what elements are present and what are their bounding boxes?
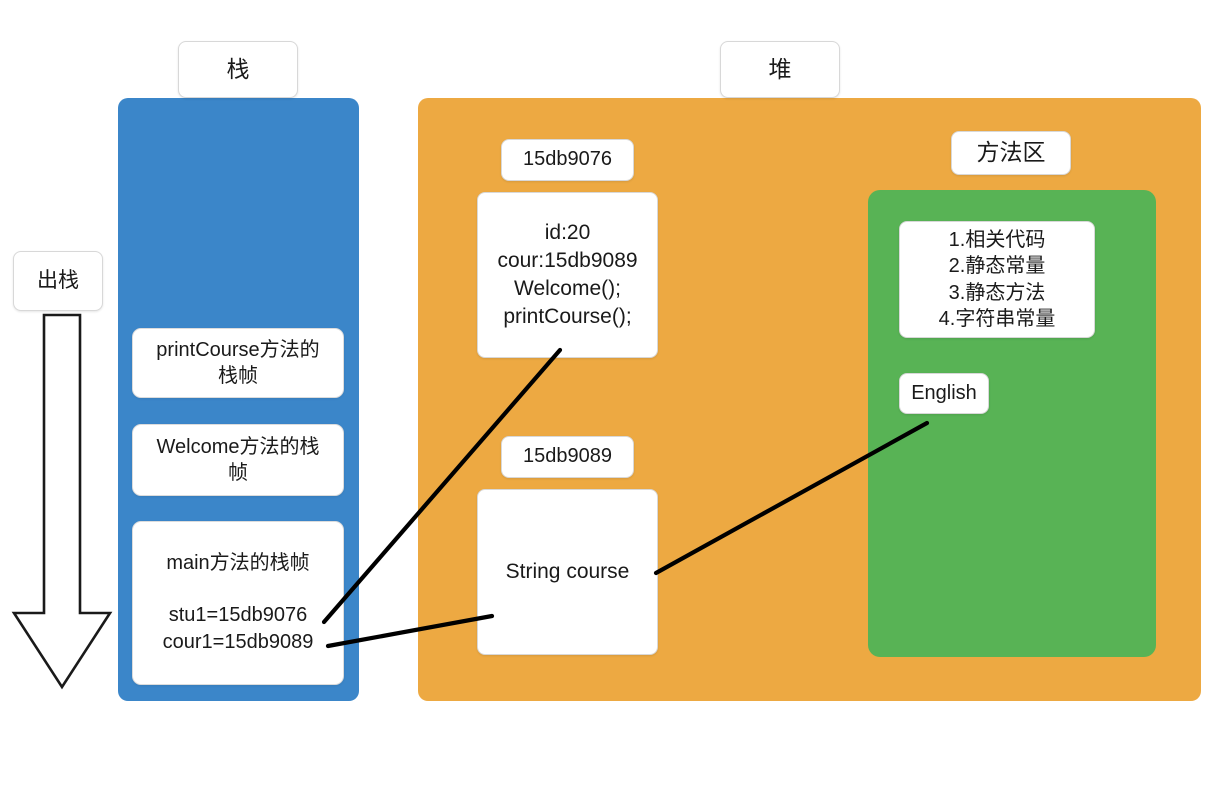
heap-title-label: 堆 xyxy=(720,41,840,98)
heap-object-student: id:20 cour:15db9089 Welcome(); printCour… xyxy=(477,192,658,358)
stack-frame-main-title: main方法的栈帧 xyxy=(166,552,310,574)
stack-frame-main-variables: stu1=15db9076 cour1=15db9089 xyxy=(162,604,314,653)
method-area-items-list: 1.相关代码 2.静态常量 3.静态方法 4.字符串常量 xyxy=(899,221,1095,338)
method-area-title-label: 方法区 xyxy=(951,131,1071,175)
heap-object-address-15db9089: 15db9089 xyxy=(501,436,634,478)
string-constant-english: English xyxy=(899,373,989,414)
stack-frame-main: main方法的栈帧 stu1=15db9076 cour1=15db9089 xyxy=(132,521,344,685)
pop-stack-arrow-icon xyxy=(11,313,113,690)
heap-object-string-course: String course xyxy=(477,489,658,655)
pop-stack-label: 出栈 xyxy=(13,251,103,311)
stack-frame-print-course: printCourse方法的 栈帧 xyxy=(132,328,344,398)
stack-title-label: 栈 xyxy=(178,41,298,98)
heap-object-address-15db9076: 15db9076 xyxy=(501,139,634,181)
stack-frame-welcome: Welcome方法的栈 帧 xyxy=(132,424,344,496)
